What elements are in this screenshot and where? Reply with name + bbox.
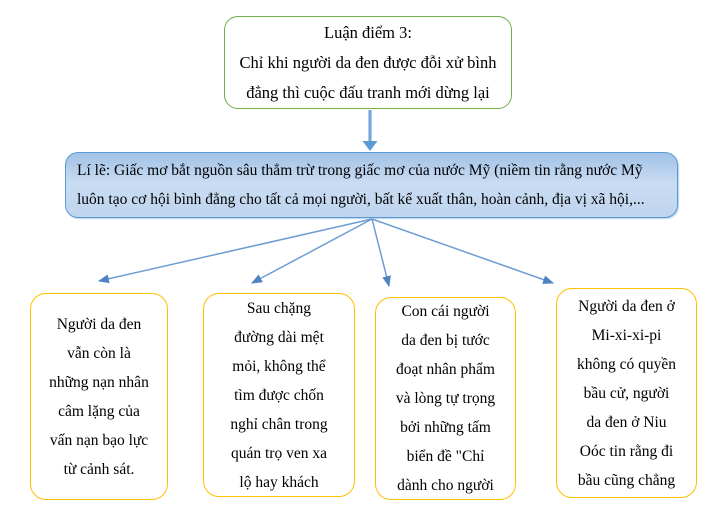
- evidence-box-police-violence: Người da đen vẫn còn là những nạn nhân c…: [30, 293, 168, 500]
- arrow-reason-to-evidence-3: [371, 218, 391, 288]
- arrow-topbox-to-reasonbox: [362, 110, 378, 151]
- arrow-reason-to-evidence-4: [371, 218, 555, 284]
- arrow-reason-to-evidence-2: [251, 218, 373, 284]
- evidence-box-voting-rights: Người da đen ở Mi-xi-xi-pi không có quyề…: [556, 288, 697, 498]
- evidence-box-children-dignity: Con cái người da đen bị tước đoạt nhân p…: [375, 297, 516, 500]
- argument-box: Luận điểm 3: Chỉ khi người da đen được đ…: [224, 16, 512, 109]
- reason-box: Lí lẽ: Giấc mơ bắt nguồn sâu thẳm trừ tr…: [65, 152, 678, 218]
- evidence-box-no-lodging: Sau chặng đường dài mệt mỏi, không thể t…: [203, 293, 355, 497]
- arrow-reason-to-evidence-1: [97, 218, 373, 284]
